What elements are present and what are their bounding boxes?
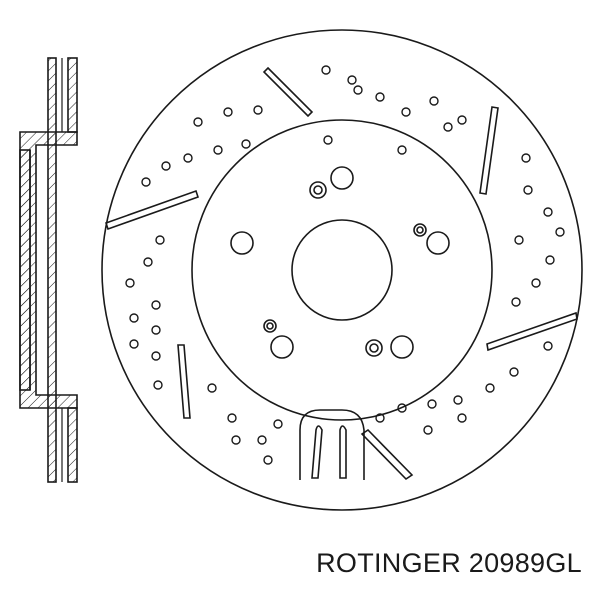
slot bbox=[360, 428, 414, 481]
drilled-hole bbox=[241, 139, 251, 149]
drilled-hole bbox=[347, 75, 357, 85]
stud-hole bbox=[330, 166, 354, 190]
stud-hole bbox=[426, 231, 450, 255]
screw-hole-inner bbox=[266, 322, 274, 330]
drilled-holes bbox=[125, 65, 565, 465]
slot bbox=[479, 106, 499, 195]
drilled-hole bbox=[183, 153, 193, 163]
product-caption: ROTINGER 20989GL bbox=[316, 548, 582, 578]
drilled-hole bbox=[323, 135, 333, 145]
drilled-hole bbox=[543, 341, 553, 351]
right-friction-plate-top bbox=[67, 57, 78, 133]
screw-hole-inner bbox=[369, 343, 379, 353]
drilled-hole bbox=[141, 177, 151, 187]
balance-mark-slot bbox=[339, 425, 347, 479]
drilled-hole bbox=[523, 185, 533, 195]
disc-hat-boundary bbox=[191, 119, 493, 421]
left-friction-plate bbox=[47, 57, 57, 483]
drilled-hole bbox=[161, 161, 171, 171]
screw-hole-inner bbox=[416, 226, 424, 234]
drilled-hole bbox=[511, 297, 521, 307]
drilled-hole bbox=[151, 300, 161, 310]
hat-inner-wall bbox=[19, 149, 31, 391]
slot bbox=[104, 189, 200, 231]
drilled-hole bbox=[457, 413, 467, 423]
disc-outer-rim bbox=[101, 29, 583, 511]
drilled-hole bbox=[543, 207, 553, 217]
drilled-hole bbox=[429, 96, 439, 106]
drilled-hole bbox=[397, 145, 407, 155]
drilled-hole bbox=[555, 227, 565, 237]
disc-front-view bbox=[101, 29, 583, 511]
drilled-hole bbox=[545, 255, 555, 265]
drilled-hole bbox=[375, 92, 385, 102]
drilled-hole bbox=[521, 153, 531, 163]
drilled-hole bbox=[453, 395, 463, 405]
disc-slots bbox=[104, 66, 578, 481]
balance-mark bbox=[299, 409, 365, 480]
drilled-hole bbox=[151, 325, 161, 335]
drilled-hole bbox=[257, 435, 267, 445]
screw-hole bbox=[309, 181, 327, 199]
drilled-hole bbox=[443, 122, 453, 132]
screw-hole-inner bbox=[313, 185, 323, 195]
drilled-hole bbox=[353, 85, 363, 95]
drilled-hole bbox=[321, 65, 331, 75]
drilled-hole bbox=[263, 455, 273, 465]
drilled-hole bbox=[375, 413, 385, 423]
drilled-hole bbox=[485, 383, 495, 393]
center-bore bbox=[291, 219, 393, 321]
drilled-hole bbox=[273, 419, 283, 429]
right-friction-plate-bottom bbox=[67, 407, 78, 483]
hat-flange bbox=[19, 131, 78, 409]
drilled-hole bbox=[231, 435, 241, 445]
drilled-hole bbox=[129, 339, 139, 349]
drilled-hole bbox=[153, 380, 163, 390]
drilled-hole bbox=[143, 257, 153, 267]
screw-hole bbox=[413, 223, 427, 237]
drilled-hole bbox=[193, 117, 203, 127]
stud-hole bbox=[230, 231, 254, 255]
drilled-hole bbox=[155, 235, 165, 245]
stud-hole bbox=[270, 335, 294, 359]
stud-holes bbox=[230, 166, 450, 359]
drilled-hole bbox=[213, 145, 223, 155]
drilled-hole bbox=[401, 107, 411, 117]
drilled-hole bbox=[227, 413, 237, 423]
drilled-hole bbox=[531, 278, 541, 288]
drilled-hole bbox=[207, 383, 217, 393]
drilled-hole bbox=[514, 235, 524, 245]
disc-cross-section bbox=[19, 57, 78, 483]
drilled-hole bbox=[129, 313, 139, 323]
drilled-hole bbox=[423, 425, 433, 435]
screw-hole bbox=[365, 339, 383, 357]
drilled-hole bbox=[509, 367, 519, 377]
slot bbox=[486, 311, 578, 352]
drilled-hole bbox=[125, 278, 135, 288]
drilled-hole bbox=[457, 115, 467, 125]
drilled-hole bbox=[397, 403, 407, 413]
drilled-hole bbox=[151, 351, 161, 361]
drilled-hole bbox=[253, 105, 263, 115]
slot bbox=[262, 66, 314, 118]
screw-hole bbox=[263, 319, 277, 333]
drilled-hole bbox=[427, 399, 437, 409]
slot bbox=[177, 344, 191, 419]
balance-mark-outline bbox=[299, 409, 365, 480]
screw-holes bbox=[263, 181, 427, 357]
drilled-hole bbox=[223, 107, 233, 117]
balance-mark-slot bbox=[311, 425, 323, 479]
stud-hole bbox=[390, 335, 414, 359]
